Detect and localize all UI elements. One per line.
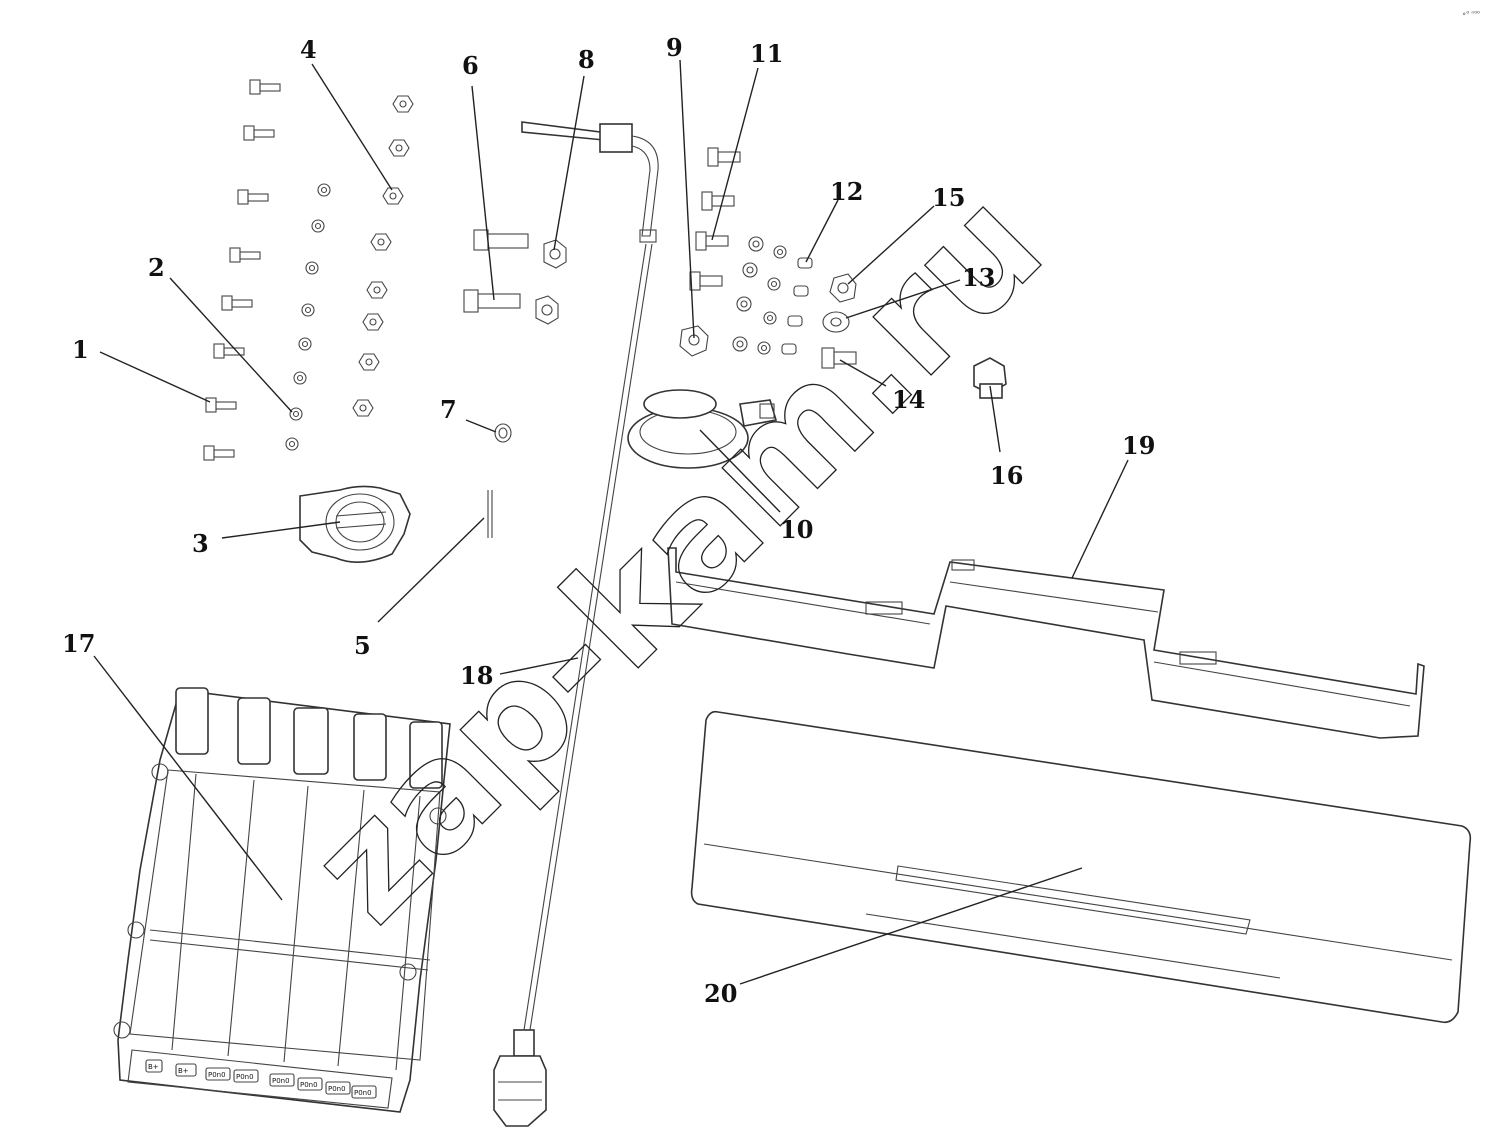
callout-9: 9 [666, 33, 683, 62]
part-15-nut [829, 273, 857, 303]
svg-text:P0n0: P0n0 [300, 1081, 318, 1089]
part-1-bolts [203, 79, 281, 461]
part-19-stepped-bracket [667, 547, 1425, 739]
svg-text:P0n0: P0n0 [208, 1071, 226, 1079]
controller-button: P0n0 [205, 1067, 231, 1081]
callout-10: 10 [780, 515, 813, 544]
part-7-washer [494, 423, 512, 443]
callout-19: 19 [1122, 431, 1155, 460]
part-10-buzzer [627, 389, 778, 469]
callout-3: 3 [192, 529, 209, 558]
callout-14: 14 [892, 385, 925, 414]
part-18-cable-harness [493, 243, 653, 1127]
svg-text:P0n0: P0n0 [236, 1073, 254, 1081]
controller-button: P0n0 [297, 1077, 323, 1091]
svg-text:P0n0: P0n0 [328, 1085, 346, 1093]
callout-8: 8 [578, 45, 595, 74]
part-6-long-bolts [463, 229, 567, 325]
callout-7: 7 [440, 395, 457, 424]
callout-16: 16 [990, 461, 1023, 490]
svg-text:P0n0: P0n0 [272, 1077, 290, 1085]
part-8-sensor-probe [521, 121, 659, 243]
callout-labels: 1 2 3 4 5 6 7 8 9 10 11 12 13 14 15 16 1… [62, 33, 1155, 1008]
part-11-bolts [689, 147, 741, 291]
svg-text:P0n0: P0n0 [354, 1089, 372, 1097]
callout-17: 17 [62, 629, 95, 658]
part-4-nuts [352, 95, 414, 417]
controller-button: P0n0 [233, 1069, 259, 1083]
callout-1: 1 [72, 335, 89, 364]
callout-6: 6 [462, 51, 479, 80]
part-5-pin [487, 490, 493, 538]
callout-12: 12 [830, 177, 863, 206]
controller-button: P0n0 [351, 1085, 377, 1099]
controller-button: P0n0 [269, 1073, 295, 1087]
callout-11: 11 [750, 39, 783, 68]
callout-2: 2 [148, 253, 165, 282]
part-20-cover-tray [690, 710, 1472, 1024]
controller-button: B+ [145, 1059, 163, 1073]
controller-button: P0n0 [325, 1081, 351, 1095]
callout-18: 18 [460, 661, 493, 690]
callout-20: 20 [704, 979, 737, 1008]
part-16-sensor-plug [973, 357, 1007, 399]
controller-button: B+ [175, 1063, 197, 1077]
callout-5: 5 [354, 631, 371, 660]
callout-4: 4 [300, 35, 317, 64]
part-3-clamp-bracket [299, 485, 411, 563]
callout-13: 13 [962, 263, 995, 292]
svg-text:B+: B+ [148, 1063, 159, 1071]
svg-text:B+: B+ [178, 1067, 189, 1075]
controller-button-strip: B+ B+ P0n0 P0n0 P0n0 P0n0 P0n0 P0n0 [145, 1059, 377, 1099]
part-13-washer [822, 311, 850, 333]
leader-lines [93, 59, 1129, 985]
callout-15: 15 [932, 183, 965, 212]
corner-mark: ∘⁰ ⁿ⁰⁰ [1462, 10, 1480, 18]
part-14-bolt [821, 347, 857, 369]
part-2-washers [285, 183, 331, 451]
part-12-small-washers [732, 236, 813, 355]
